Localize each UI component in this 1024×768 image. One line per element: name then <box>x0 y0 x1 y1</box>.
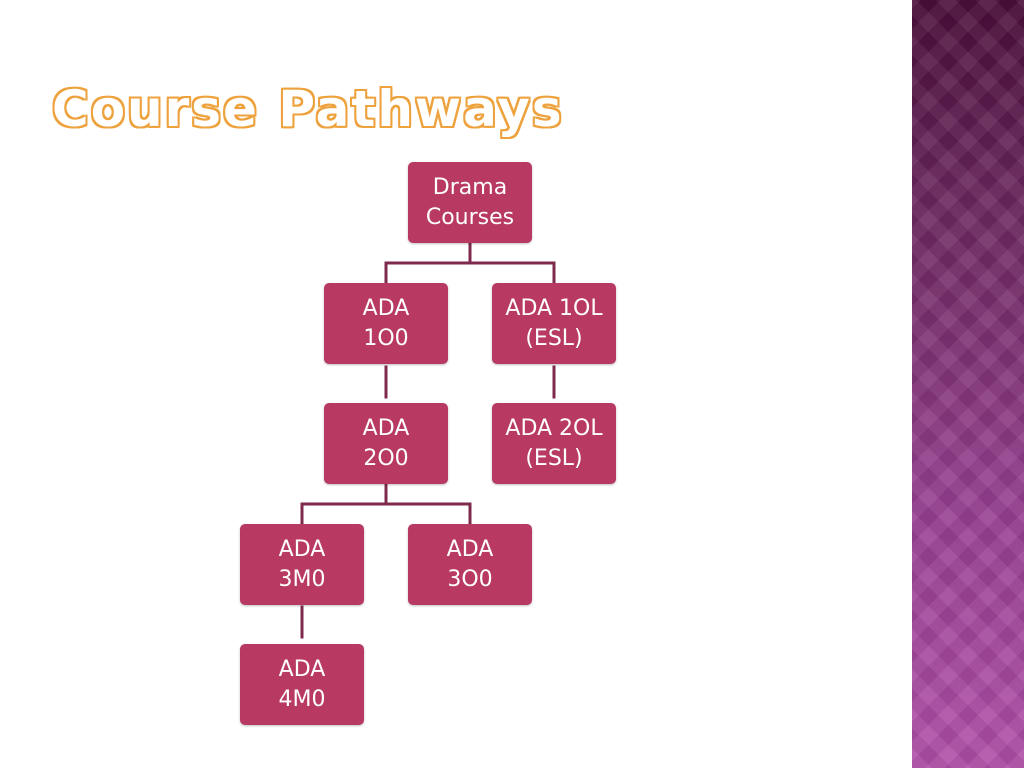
connector-2o0-to-level3 <box>300 483 472 525</box>
node-label-line: Courses <box>425 204 515 230</box>
node-label-line: 2O0 <box>363 445 409 471</box>
node-ada-2ol-esl: ADA 2OL (ESL) <box>492 403 616 484</box>
node-ada-1ol-esl: ADA 1OL (ESL) <box>492 283 616 364</box>
slide-title: Course Pathways <box>52 80 564 138</box>
node-label-line: ADA <box>278 536 326 562</box>
node-label-line: (ESL) <box>525 445 583 471</box>
node-ada-4m0: ADA 4M0 <box>240 644 364 725</box>
node-label-line: 4M0 <box>278 686 326 712</box>
node-label-line: Drama <box>432 174 508 200</box>
decorative-side-band <box>912 0 1024 768</box>
node-label-line: 3M0 <box>278 566 326 592</box>
node-label-line: ADA <box>278 656 326 682</box>
node-ada-1o0: ADA 1O0 <box>324 283 448 364</box>
node-label-line: 1O0 <box>363 325 409 351</box>
node-label-line: ADA <box>362 415 410 441</box>
connector-drama-to-level1 <box>384 241 556 285</box>
node-ada-3m0: ADA 3M0 <box>240 524 364 605</box>
node-label-line: ADA <box>362 295 410 321</box>
node-ada-3o0: ADA 3O0 <box>408 524 532 605</box>
node-drama-courses: Drama Courses <box>408 162 532 243</box>
node-ada-2o0: ADA 2O0 <box>324 403 448 484</box>
node-label-line: ADA <box>446 536 494 562</box>
node-label-line: (ESL) <box>525 325 583 351</box>
node-label-line: ADA 1OL <box>505 295 603 321</box>
node-label-line: ADA 2OL <box>505 415 603 441</box>
node-label-line: 3O0 <box>447 566 493 592</box>
